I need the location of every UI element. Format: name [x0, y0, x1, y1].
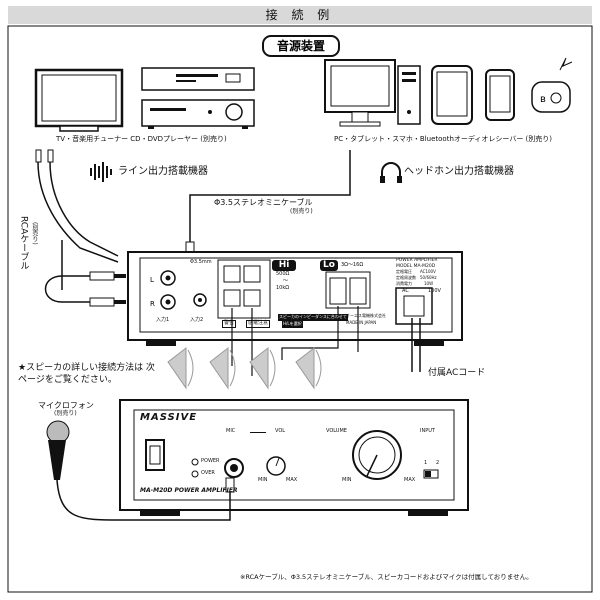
mic-label: MIC: [226, 428, 236, 434]
vol-max-label: MAX: [286, 477, 298, 483]
hi-badge: Hi: [272, 260, 296, 271]
input-label: INPUT: [420, 428, 435, 434]
svg-text:L: L: [150, 276, 154, 284]
ac-cord: [411, 318, 421, 372]
warning-label: 警告: [222, 320, 237, 328]
line-output-icon: [90, 162, 112, 182]
microphone-sold: (別売り): [54, 410, 77, 417]
input2-label: 入力2: [190, 317, 204, 323]
cd-dvd-player-icon: [141, 67, 255, 129]
front-model-label: MA-M20D POWER AMPLIFIER: [140, 487, 238, 494]
diagram-frame: [7, 25, 593, 593]
power-amp-rear-label: POWER AMPLIFIER: [396, 258, 438, 263]
input1-label: 入力1: [156, 317, 170, 323]
speaker-wire-lo: [281, 306, 359, 360]
svg-text:ʙ: ʙ: [540, 94, 546, 105]
lo-badge: Lo: [320, 260, 338, 271]
consumption-value: 10W: [424, 281, 434, 286]
bluetooth-receiver-icon: ʙ: [531, 57, 573, 113]
rca-cable-sold: (別売り): [30, 222, 38, 245]
rca-plugs-top: [35, 149, 119, 263]
source-label: 音源装置: [262, 35, 340, 57]
speaker-select-note: スピーカのインピーダンスに合わせて: [278, 314, 348, 321]
right-devices-caption: PC・タブレット・スマホ・Bluetoothオーディオレシーバー (別売り): [334, 135, 553, 143]
smartphone-icon: [485, 69, 515, 121]
microphone-label: マイクロフォン: [38, 401, 94, 410]
ac-cord-label: 付属ACコード: [428, 368, 486, 378]
model-rear-label: MODEL MA-M20D: [396, 264, 436, 269]
rca-plugs-panel: [44, 240, 126, 307]
vol-min-label: MIN: [258, 477, 268, 483]
hi-ohm-sep: 〜: [283, 278, 289, 284]
page-title: 接 続 例: [265, 8, 335, 22]
input-2-label: 2: [436, 460, 440, 466]
svg-text:R: R: [150, 300, 155, 308]
speaker-icons: [167, 346, 322, 390]
lo-ohm-label: 3Ω〜16Ω: [341, 262, 364, 268]
made-in-label: MADE IN JAPAN: [346, 320, 377, 325]
speaker-select-note2: H/Lを選択: [282, 321, 303, 328]
hi-ohm-top: 500Ω: [276, 271, 290, 277]
voltage-label: 100V: [428, 288, 441, 294]
volume-label: VOLUME: [326, 428, 347, 434]
hi-ohm-bottom: 10kΩ: [276, 285, 290, 291]
brand-logo: MASSIVE: [140, 412, 198, 423]
tablet-icon: [431, 65, 473, 125]
volume-max-label: MAX: [404, 477, 416, 483]
over-led-label: OVER: [201, 470, 215, 476]
mic-vol-divider: [250, 432, 266, 433]
input-1-label: 1: [424, 460, 428, 466]
volume-min-label: MIN: [342, 477, 352, 483]
rating-value: AC100V: [420, 269, 436, 274]
maker-label: オーエス電機株式会社: [346, 313, 386, 318]
mini-cable-label: Φ3.5ステレオミニケーブル: [214, 198, 313, 207]
mini-cable-line: [189, 150, 351, 252]
freq-label: 定格周波数: [396, 275, 416, 280]
line-output-label: ライン出力搭載機器: [118, 166, 208, 177]
rca-cable-label: RCAケーブル: [18, 216, 29, 271]
microphone-icon: [46, 420, 235, 521]
power-led-label: POWER: [201, 458, 220, 464]
pc-icon: [324, 59, 421, 127]
headphone-output-label: ヘッドホン出力搭載機器: [404, 166, 514, 177]
title-bar: 接 続 例: [8, 6, 592, 24]
ac-label: AC: [402, 288, 409, 294]
rating-label: 定格電圧: [396, 269, 412, 274]
vol-label: VOL: [275, 428, 286, 434]
speaker-connection-note: ★スピーカの詳しい接続方法は 次ページをご覧ください。: [18, 363, 155, 386]
rear-panel: L R: [127, 251, 463, 346]
consumption-label: 消費電力: [396, 281, 412, 286]
mini-jack-label: Φ3.5mm: [190, 259, 212, 265]
left-devices-caption: TV・音楽用チューナー CD・DVDプレーヤー (別売り): [56, 135, 227, 143]
tv-icon: [34, 68, 124, 132]
electric-caution-label: 感電注意: [246, 320, 271, 328]
mini-cable-sold: (別売り): [290, 208, 313, 215]
front-panel: [119, 399, 469, 516]
footnote: ※RCAケーブル、Φ3.5ステレオミニケーブル、スピーカコードおよびマイクは付属…: [240, 573, 533, 581]
headphone-icon: [380, 162, 402, 183]
freq-value: 50/60Hz: [420, 275, 437, 280]
